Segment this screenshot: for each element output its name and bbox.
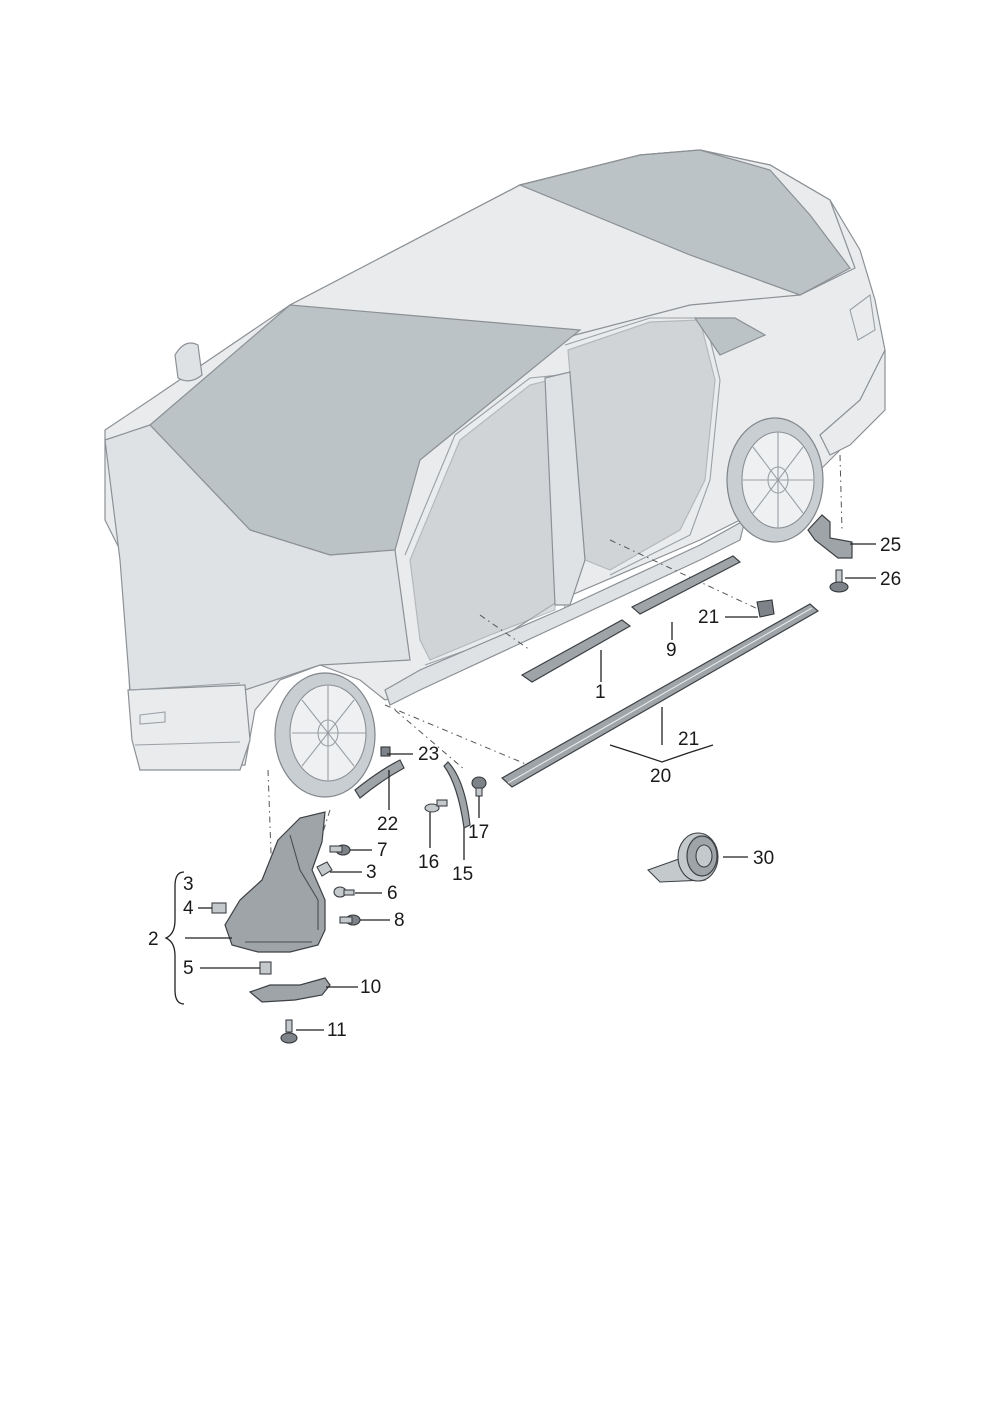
label-25: 25 xyxy=(880,535,901,556)
label-30: 30 xyxy=(753,848,774,869)
label-9: 9 xyxy=(666,640,677,661)
part-15-seal-strip xyxy=(443,761,471,829)
part-7-screw xyxy=(329,844,351,856)
label-15: 15 xyxy=(452,864,473,885)
part-26-screw xyxy=(829,569,849,593)
part-30-tape-roll xyxy=(646,832,719,883)
part-22-trim-strip xyxy=(354,759,405,799)
part-11-screw xyxy=(280,1019,298,1044)
label-5: 5 xyxy=(183,958,194,979)
label-8: 8 xyxy=(394,910,405,931)
car-hood xyxy=(104,424,411,691)
b-pillar xyxy=(544,371,586,606)
label-2: 2 xyxy=(148,929,159,950)
part-6-screw xyxy=(333,886,355,898)
part-8-screw xyxy=(339,914,361,926)
label-3-right: 3 xyxy=(366,862,377,883)
rear-wheel xyxy=(726,417,824,543)
part-16-clip xyxy=(424,799,448,813)
part-21-clip xyxy=(756,599,775,618)
car-sill xyxy=(384,518,746,706)
front-wheel xyxy=(274,672,376,798)
part-3-nut xyxy=(316,861,333,877)
part-2-wheel-housing-liner xyxy=(224,811,326,953)
car-mirror xyxy=(174,342,203,382)
part-23-nut xyxy=(380,746,391,757)
label-21-lower: 21 xyxy=(678,729,699,750)
label-1: 1 xyxy=(595,682,606,703)
part-1-front-sill-trim xyxy=(520,619,632,683)
label-21-upper: 21 xyxy=(698,607,719,628)
label-26: 26 xyxy=(880,569,901,590)
callout-labels: 1 9 21 21 20 23 22 15 16 17 25 26 30 7 3… xyxy=(148,535,901,1041)
label-10: 10 xyxy=(360,977,381,998)
part-4-clip xyxy=(211,902,227,914)
label-4: 4 xyxy=(183,898,194,919)
part-17-rivet xyxy=(471,776,487,797)
leader-lines xyxy=(164,543,876,1031)
car-front-bumper xyxy=(127,684,251,771)
label-3-left: 3 xyxy=(183,874,194,895)
part-5-clip xyxy=(259,961,272,975)
label-22: 22 xyxy=(377,814,398,835)
part-9-rear-sill-trim xyxy=(630,555,742,615)
label-17: 17 xyxy=(468,822,489,843)
label-7: 7 xyxy=(377,840,388,861)
label-16: 16 xyxy=(418,852,439,873)
car-rear-bumper xyxy=(819,349,886,456)
car-illustration xyxy=(104,149,886,798)
rear-quarter-window xyxy=(693,317,767,356)
part-10-bracket xyxy=(248,977,331,1003)
label-11: 11 xyxy=(327,1020,347,1041)
part-25-bracket xyxy=(807,514,853,559)
label-6: 6 xyxy=(387,883,398,904)
rear-door-opening xyxy=(567,319,716,571)
label-23: 23 xyxy=(418,744,439,765)
car-rear-window xyxy=(518,149,851,296)
label-20: 20 xyxy=(650,766,671,787)
